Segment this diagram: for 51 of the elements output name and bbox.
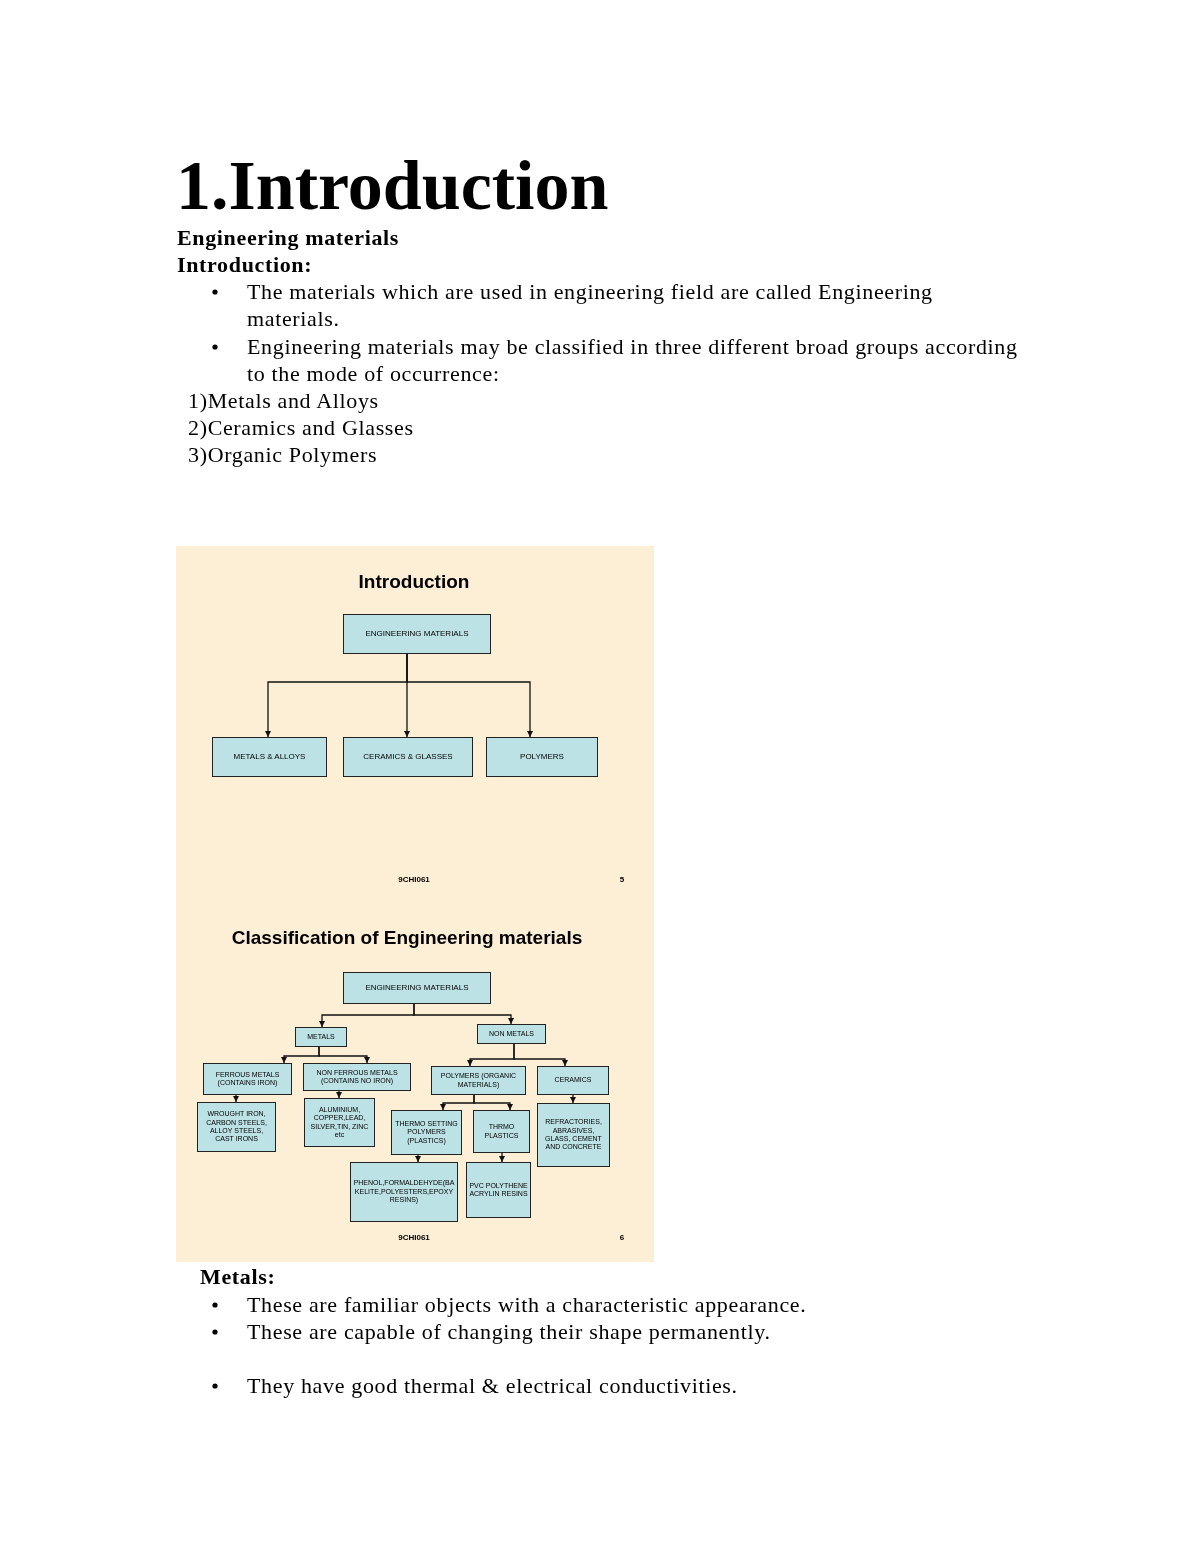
category-box: [391, 1110, 462, 1155]
category-box: [295, 1027, 347, 1047]
connector-arrow: [499, 1152, 505, 1163]
category-box: [466, 1162, 531, 1218]
category-box: [473, 1110, 530, 1153]
connector-arrow: [473, 1094, 513, 1111]
category-box: [350, 1162, 458, 1222]
list-item: 1)Metals and Alloys: [188, 387, 379, 414]
category-box: [486, 737, 598, 777]
category-box: [343, 614, 491, 654]
category-box: [431, 1066, 526, 1095]
bullet-text: They have good thermal & electrical conductivities.: [247, 1372, 739, 1399]
connector-arrow: [406, 653, 533, 738]
bullet-text: These are familiar objects with a characteristic appearance.: [247, 1291, 808, 1318]
connector-arrow: [413, 1003, 514, 1025]
slide-title: Classification of Engineering materials: [231, 927, 583, 949]
category-box: [477, 1024, 546, 1044]
subheading: Metals:: [200, 1263, 276, 1290]
category-box: [304, 1098, 375, 1147]
connector-arrow: [318, 1046, 370, 1064]
category-box: [212, 737, 327, 777]
category-box: [203, 1063, 292, 1095]
slide-footer-text: 9CHI061: [398, 1233, 430, 1243]
slide-footer-text: 9CHI061: [398, 875, 430, 885]
box-label: ENGINEERING MATERIALS: [365, 629, 469, 639]
category-box: [537, 1103, 610, 1167]
bullet-text: The materials which are used in engineering field are called Engineering materials.: [247, 278, 934, 332]
list-item: 3)Organic Polymers: [188, 441, 378, 468]
subheading: Engineering materials: [177, 224, 400, 251]
box-label: ENGINEERING MATERIALS: [365, 983, 469, 993]
box-label: METALS & ALLOYS: [233, 752, 306, 762]
category-box: [537, 1066, 609, 1095]
category-box: [197, 1102, 276, 1152]
slide-title: Introduction: [358, 571, 470, 593]
connector-arrow: [415, 1154, 421, 1163]
category-box: [343, 737, 473, 777]
connector-arrow: [233, 1094, 239, 1103]
page-heading: 1.Introduction: [176, 151, 609, 221]
box-label: POLYMERS: [520, 752, 564, 762]
category-box: [343, 972, 491, 1004]
bullet-text: These are capable of changing their shape permanently.: [247, 1318, 772, 1345]
slide-footer-text: 6: [619, 1233, 625, 1243]
list-item: 2)Ceramics and Glasses: [188, 414, 414, 441]
connector-arrow: [513, 1043, 568, 1067]
box-label: CERAMICS & GLASSES: [363, 752, 453, 762]
bullet-text: Engineering materials may be classified in three different broad groups according to the mode of occurrence:: [247, 333, 1019, 387]
connector-arrow: [570, 1094, 576, 1104]
category-box: [303, 1063, 411, 1091]
subheading: Introduction:: [177, 251, 313, 278]
connector-arrow: [336, 1090, 342, 1099]
slide-footer-text: 5: [619, 875, 625, 885]
